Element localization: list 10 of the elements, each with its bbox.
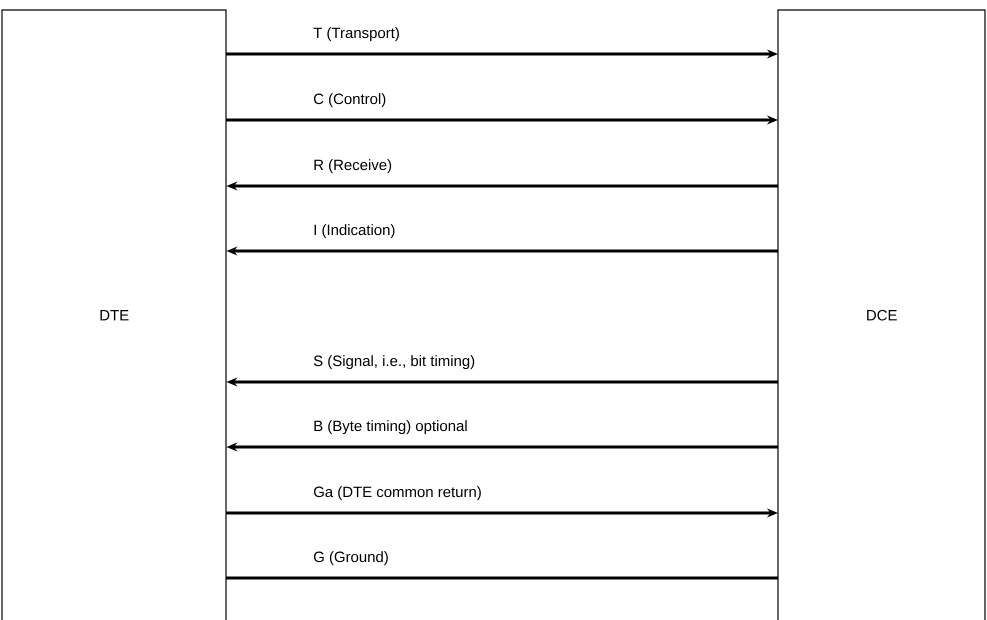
edge-label: I (Indication): [314, 224, 394, 238]
edge-label: Ga (DTE common return): [314, 486, 481, 500]
edge-label: C (Control): [314, 93, 386, 108]
device-box: DTE: [1, 9, 227, 620]
edge-label: T (Transport): [314, 27, 399, 42]
edge-label: R (Receive): [314, 159, 392, 174]
device-box: DCE: [777, 9, 986, 620]
edge-label: S (Signal, i.e., bit timing): [314, 355, 474, 370]
edge-label: B (Byte timing) optional: [314, 420, 467, 434]
edge-label: G (Ground): [314, 551, 388, 566]
